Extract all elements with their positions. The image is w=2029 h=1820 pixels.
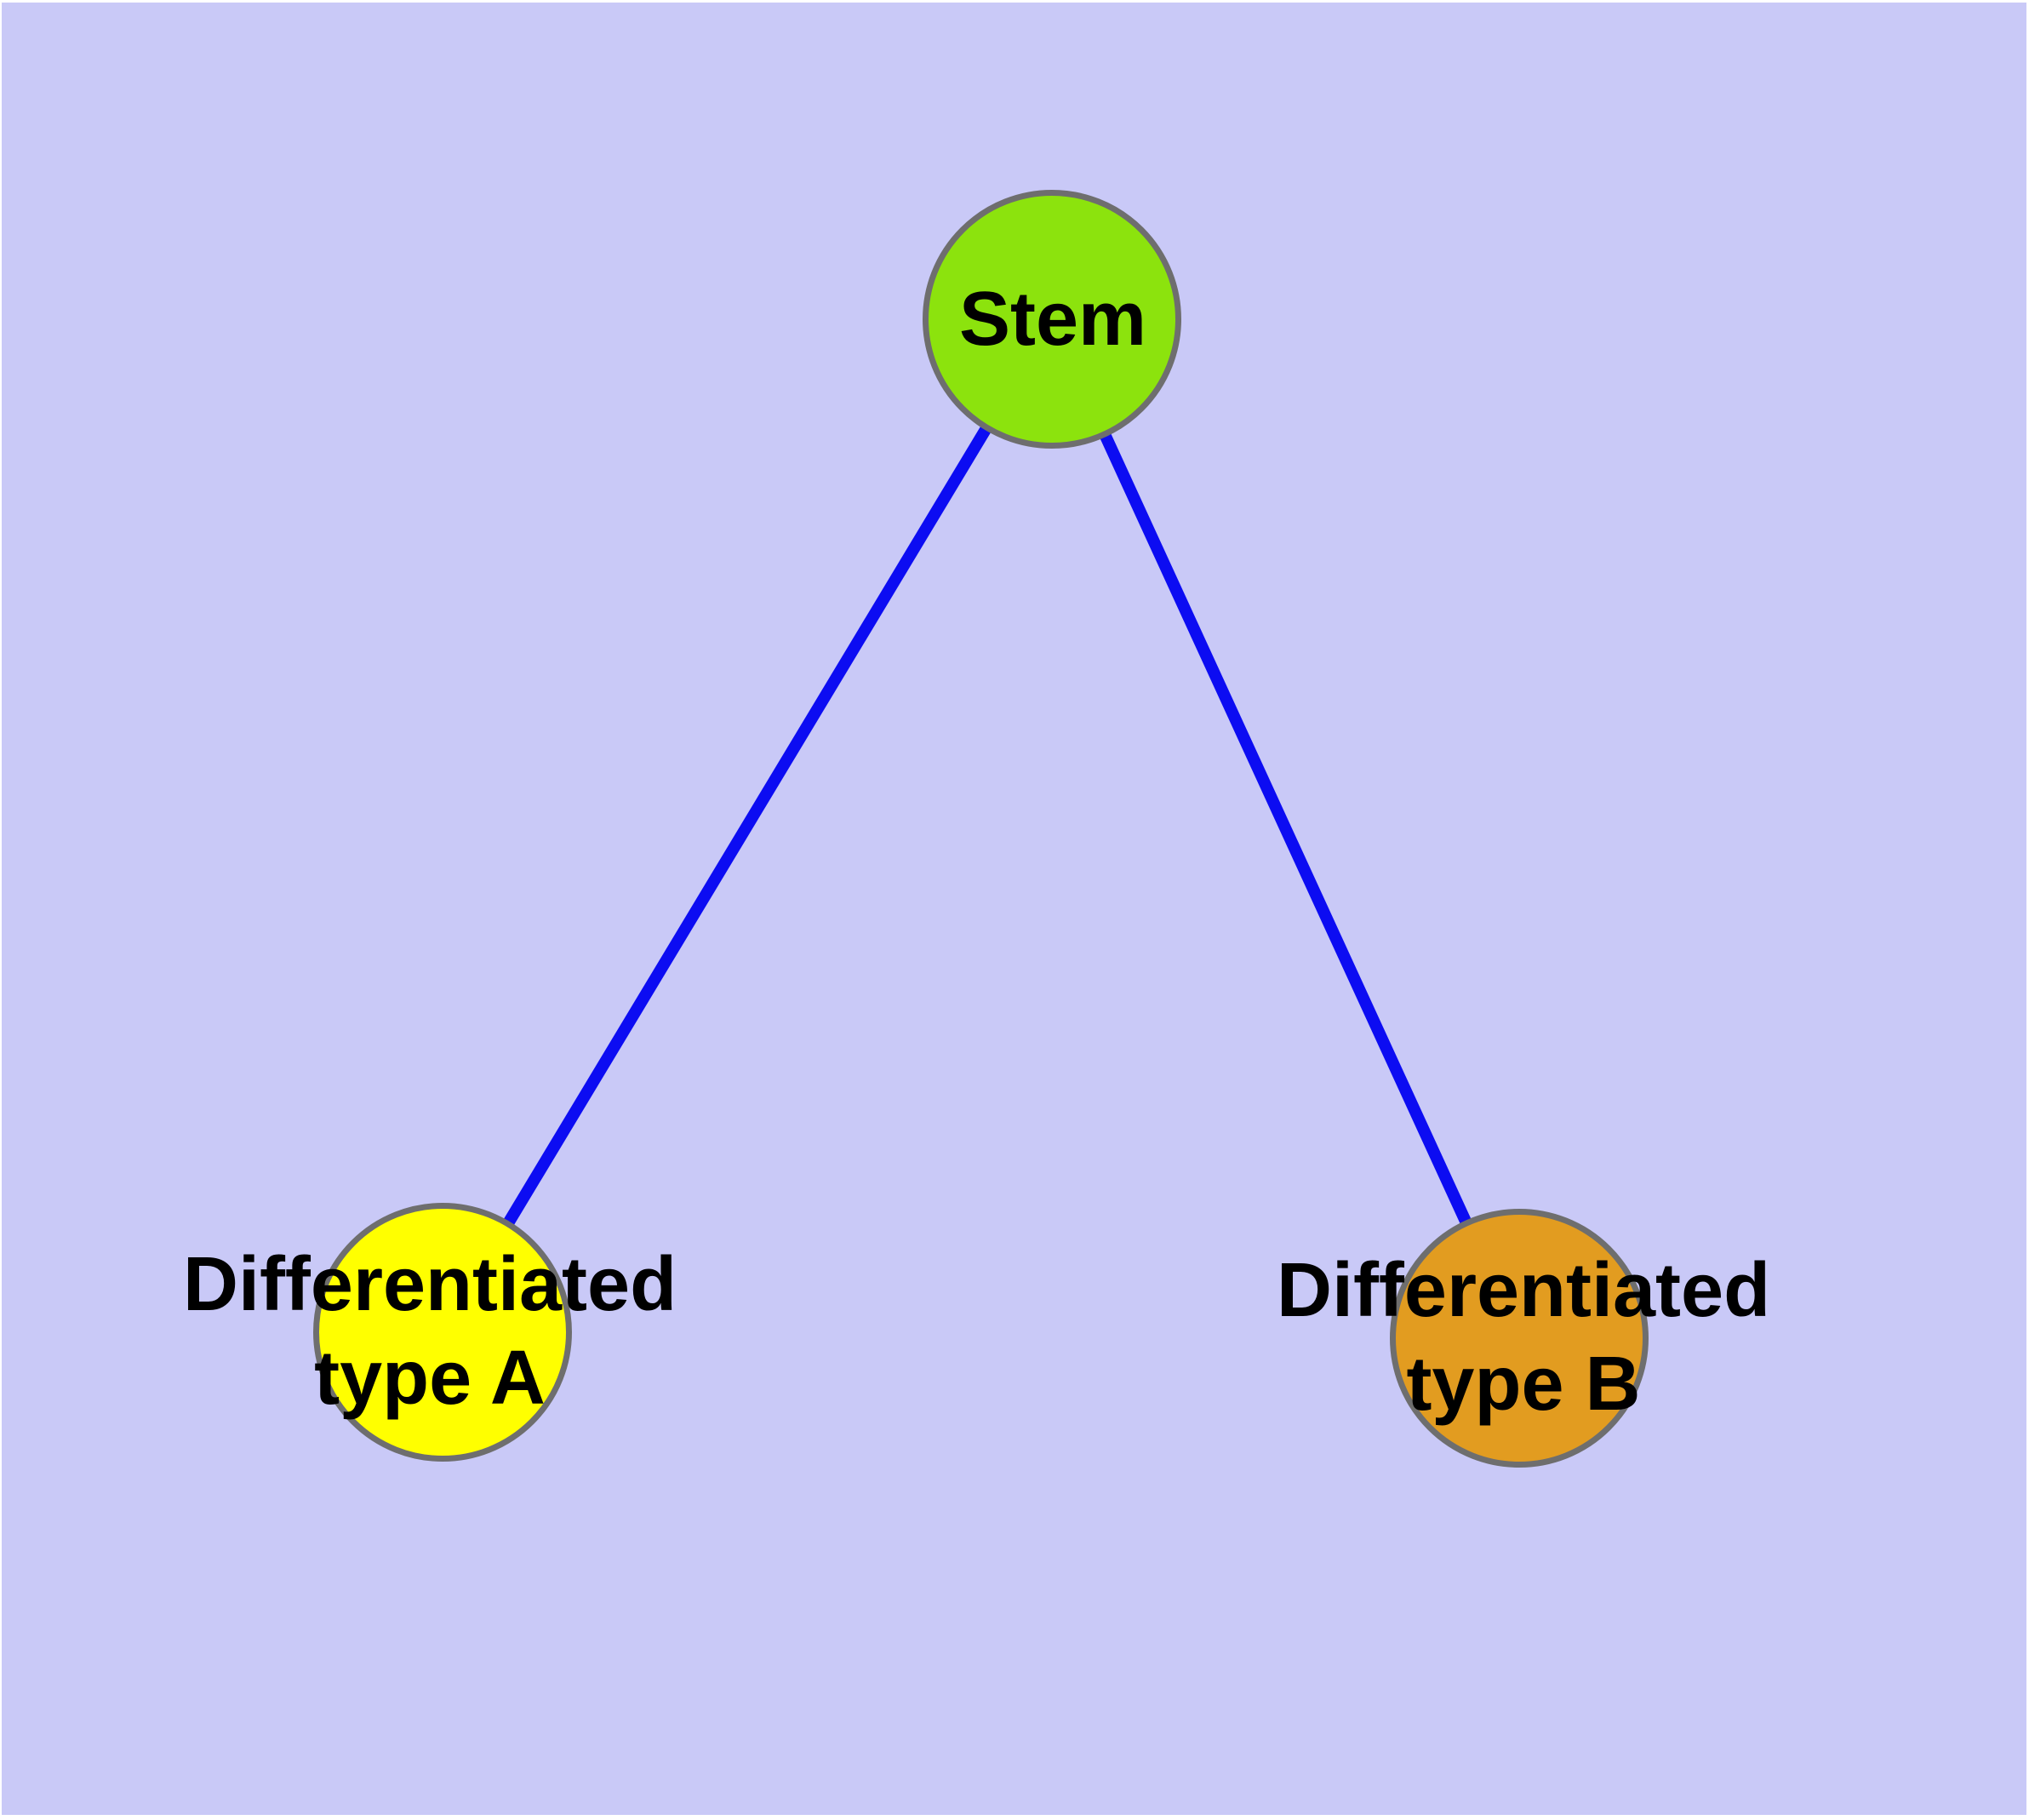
node-differentiated-type-b-circle xyxy=(1390,1209,1649,1468)
node-differentiated-type-b-label-line2: type B xyxy=(1406,1342,1641,1427)
node-stem-circle xyxy=(923,190,1181,449)
node-differentiated-type-b-label-line1: Differentiated xyxy=(1276,1248,1771,1334)
node-stem-label-line: Stem xyxy=(958,277,1147,363)
edge-stem-to-differentiated-type-a xyxy=(437,316,1057,1336)
edge-stem-to-differentiated-type-b xyxy=(1046,317,1525,1341)
node-differentiated-type-b-label: Differentiated type B xyxy=(1277,1245,1770,1432)
node-differentiated-type-a-circle xyxy=(313,1203,572,1462)
node-differentiated-type-a-label-line2: type A xyxy=(314,1336,546,1421)
node-differentiated-type-a-label-line1: Differentiated xyxy=(182,1242,677,1328)
node-differentiated-type-a-label: Differentiated type A xyxy=(183,1239,677,1426)
node-stem-label: Stem xyxy=(959,273,1146,367)
